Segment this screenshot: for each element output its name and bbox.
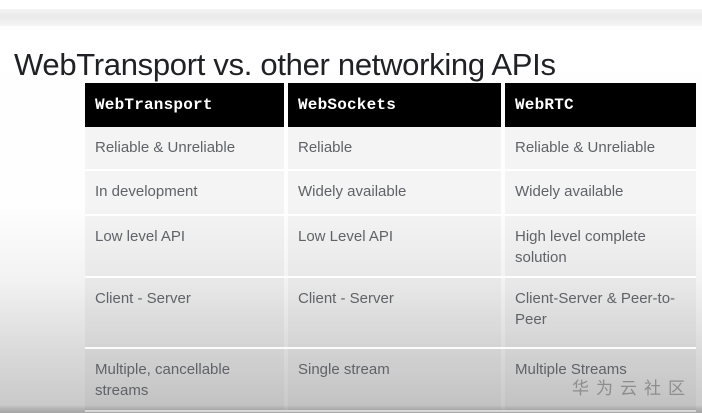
table-row-availability: In development Widely available Widely a… — [85, 171, 696, 216]
table-header-row: WebTransport WebSockets WebRTC — [85, 83, 696, 127]
table-row-reliability: Reliable & Unreliable Reliable Reliable … — [85, 127, 696, 171]
cell-webrtc-api-level: High level complete solution — [505, 216, 696, 277]
column-header-webrtc: WebRTC — [505, 83, 696, 127]
slide-title: WebTransport vs. other networking APIs — [14, 46, 556, 82]
comparison-table: WebTransport WebSockets WebRTC Reliable … — [85, 83, 696, 412]
cell-websockets-api-level: Low Level API — [288, 216, 501, 277]
cell-webrtc-reliability: Reliable & Unreliable — [505, 127, 696, 169]
cell-websockets-topology: Client - Server — [288, 278, 501, 348]
table-row-api-level: Low level API Low Level API High level c… — [85, 216, 696, 279]
top-gray-band — [0, 9, 702, 26]
cell-websockets-availability: Widely available — [288, 171, 501, 214]
cell-webtransport-availability: In development — [85, 171, 284, 214]
watermark-huawei-cloud-community: 华为云社区 — [572, 379, 692, 398]
cell-webtransport-api-level: Low level API — [85, 216, 284, 277]
cell-webtransport-streams: Multiple, cancellable streams — [85, 349, 284, 410]
column-header-webtransport: WebTransport — [85, 83, 284, 127]
bottom-edge-shadow — [0, 405, 702, 413]
cell-webrtc-streams: Multiple Streams — [505, 349, 696, 410]
cell-websockets-reliability: Reliable — [288, 127, 501, 169]
cell-webrtc-topology: Client-Server & Peer-to-Peer — [505, 278, 696, 348]
column-header-websockets: WebSockets — [288, 83, 501, 127]
cell-websockets-streams: Single stream — [288, 349, 501, 410]
table-row-streams: Multiple, cancellable streams Single str… — [85, 349, 696, 412]
cell-webrtc-availability: Widely available — [505, 171, 696, 214]
table-row-topology: Client - Server Client - Server Client-S… — [85, 278, 696, 350]
cell-webtransport-topology: Client - Server — [85, 278, 284, 348]
cell-webtransport-reliability: Reliable & Unreliable — [85, 127, 284, 169]
